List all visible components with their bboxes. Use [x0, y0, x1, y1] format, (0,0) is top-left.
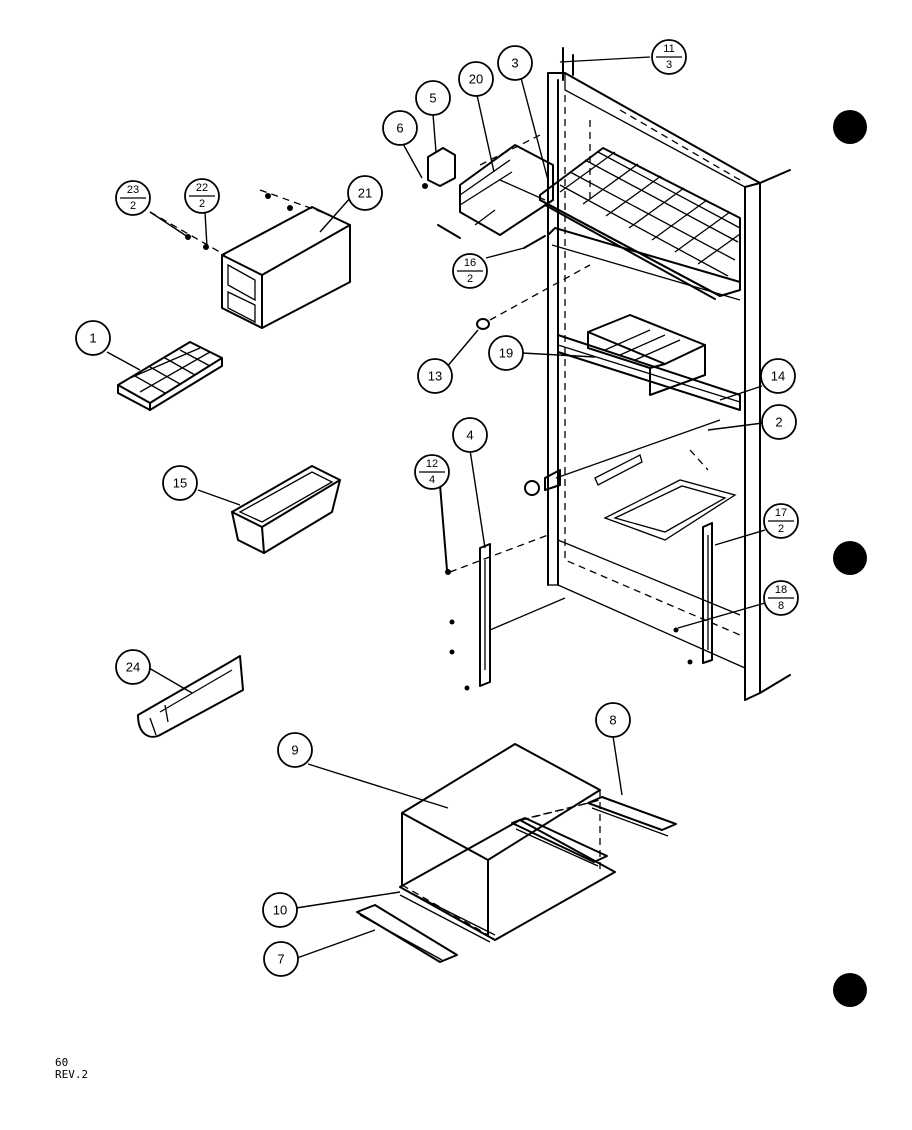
callout-label: 6 [396, 121, 403, 136]
callout-quantity: 3 [666, 59, 672, 71]
callout-quantity: 4 [429, 474, 435, 486]
left-shelf-rail [449, 534, 566, 691]
callout-11-3: 113 [651, 39, 687, 75]
callout-label: 1 [89, 331, 96, 346]
callout-5: 5 [415, 80, 451, 116]
binder-hole-middle [833, 541, 867, 575]
right-shelf-rail [673, 522, 713, 665]
ice-bin-screws [149, 211, 226, 256]
callout-label: 2 [775, 415, 782, 430]
light-bulb [476, 264, 591, 330]
crisper-drawer-assembly [356, 743, 677, 963]
freezer-back-cover [547, 227, 741, 301]
page-number: 60 [55, 1056, 69, 1069]
callout-quantity: 2 [130, 200, 136, 212]
ice-tray [117, 341, 223, 411]
callout-14: 14 [760, 358, 796, 394]
callout-label: 20 [469, 72, 483, 87]
refrigerator-cabinet [547, 72, 791, 701]
callout-label: 3 [511, 56, 518, 71]
callout-label: 14 [771, 369, 785, 384]
callout-8: 8 [595, 702, 631, 738]
callout-part-number: 16 [464, 257, 476, 269]
callout-21: 21 [347, 175, 383, 211]
callout-label: 9 [291, 743, 298, 758]
freezer-shelf-guard [437, 134, 554, 239]
callout-label: 4 [466, 428, 473, 443]
rail-screw [439, 484, 451, 575]
callout-7: 7 [263, 941, 299, 977]
callout-part-number: 11 [663, 43, 674, 55]
callout-10: 10 [262, 892, 298, 928]
callout-23-2: 232 [115, 180, 151, 216]
shelf-screw [523, 235, 546, 249]
callout-19: 19 [488, 335, 524, 371]
callout-quantity: 2 [778, 523, 784, 535]
callout-3: 3 [497, 45, 533, 81]
callout-label: 13 [428, 369, 442, 384]
callout-2: 2 [761, 404, 797, 440]
callout-part-number: 23 [127, 184, 139, 196]
callout-part-number: 18 [775, 584, 787, 596]
callout-label: 19 [499, 346, 513, 361]
callout-part-number: 17 [775, 507, 787, 519]
top-screw [559, 47, 651, 81]
freezer-shelf [539, 147, 741, 300]
callout-quantity: 2 [467, 273, 473, 285]
callout-15: 15 [162, 465, 198, 501]
callout-18-8: 188 [763, 580, 799, 616]
callout-label: 10 [273, 903, 287, 918]
callout-16-2: 162 [452, 253, 488, 289]
binder-hole-bottom [833, 973, 867, 1007]
callout-label: 21 [358, 186, 372, 201]
callout-quantity: 8 [778, 600, 784, 612]
callout-part-number: 22 [196, 182, 208, 194]
leader-lines [106, 77, 766, 959]
callout-9: 9 [277, 732, 313, 768]
page-footer: 60 REV.2 [55, 1057, 88, 1081]
callout-label: 7 [277, 952, 284, 967]
callout-6: 6 [382, 110, 418, 146]
callout-quantity: 2 [199, 198, 205, 210]
callout-label: 5 [429, 91, 436, 106]
callout-4: 4 [452, 417, 488, 453]
callout-12-4: 124 [414, 454, 450, 490]
callout-22-2: 222 [184, 178, 220, 214]
storage-pan [231, 465, 341, 554]
wire-basket [587, 314, 706, 396]
callout-17-2: 172 [763, 503, 799, 539]
revision-label: REV.2 [55, 1068, 89, 1081]
door-shelf-tray [137, 655, 244, 738]
small-cover [422, 147, 456, 189]
callout-label: 15 [173, 476, 187, 491]
binder-hole-top [833, 110, 867, 144]
ice-bin-housing [221, 189, 351, 329]
callout-1: 1 [75, 320, 111, 356]
callout-label: 24 [126, 660, 140, 675]
callout-part-number: 12 [426, 458, 438, 470]
callout-20: 20 [458, 61, 494, 97]
callout-13: 13 [417, 358, 453, 394]
callout-label: 8 [609, 713, 616, 728]
callout-24: 24 [115, 649, 151, 685]
control-and-light [524, 419, 721, 496]
